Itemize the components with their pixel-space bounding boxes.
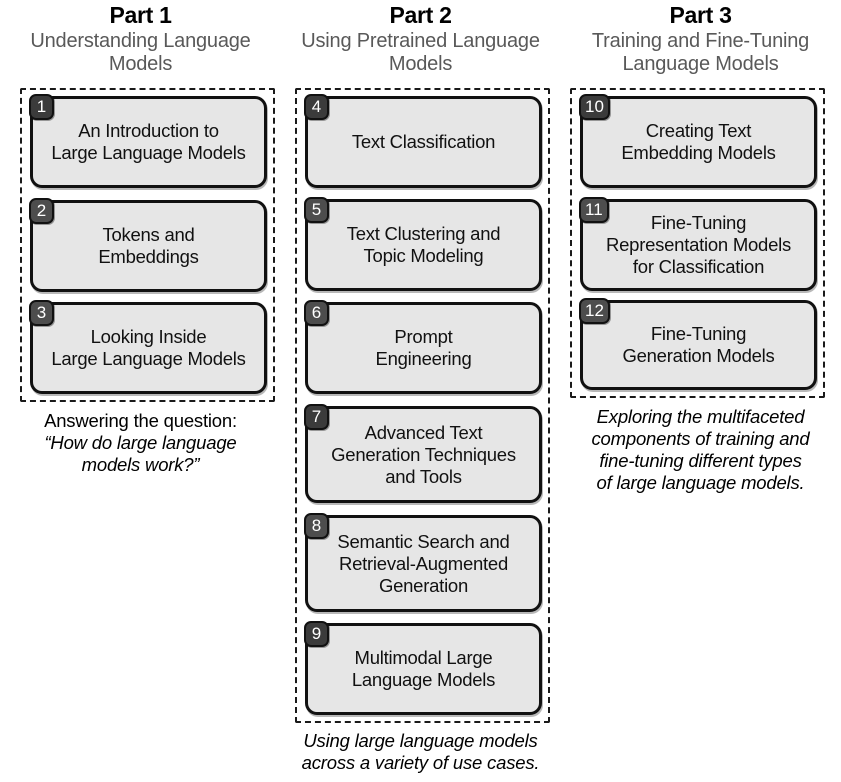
chapter-title-4: Text Classification: [351, 131, 496, 152]
part-2-group-outline: [295, 88, 550, 723]
part-1-caption: Answering the question: “How do large la…: [0, 410, 281, 476]
chapter-card-5[interactable]: 5 Text Clustering and Topic Modeling: [304, 197, 542, 291]
part-3-subtitle: Training and Fine-Tuning Language Models: [591, 30, 810, 75]
chapter-title-7: Advanced Text Generation Techniques and …: [331, 421, 516, 487]
chapter-badge-1: 1: [29, 94, 54, 120]
chapter-badge-12: 12: [579, 298, 610, 324]
chapter-title-1: An Introduction to Large Language Models: [51, 120, 246, 163]
chapter-badge-2: 2: [29, 198, 54, 224]
chapter-title-5: Text Clustering and Topic Modeling: [346, 223, 501, 266]
part-3-header: Part 3 Training and Fine-Tuning Language…: [560, 2, 841, 76]
chapter-title-6: Prompt Engineering: [375, 326, 472, 369]
part-2-title: Part 2: [389, 2, 452, 28]
chapter-badge-9: 9: [304, 621, 329, 647]
chapter-card-1[interactable]: 1 An Introduction to Large Language Mode…: [29, 94, 267, 188]
chapter-card-7[interactable]: 7 Advanced Text Generation Techniques an…: [304, 404, 542, 503]
chapter-badge-3: 3: [29, 300, 54, 326]
chapter-badge-4: 4: [304, 94, 329, 120]
chapter-card-9[interactable]: 9 Multimodal Large Language Models: [304, 621, 542, 715]
part-1-title: Part 1: [109, 2, 172, 28]
chapter-card-3[interactable]: 3 Looking Inside Large Language Models: [29, 300, 267, 394]
chapter-badge-11: 11: [579, 197, 609, 223]
part-3-caption: Exploring the multifaceted components of…: [591, 406, 810, 493]
part-1-caption-lead: Answering the question:: [44, 410, 237, 431]
part-1-header: Part 1 Understanding Language Models: [0, 2, 281, 76]
chapter-title-10: Creating Text Embedding Models: [621, 120, 776, 163]
chapter-badge-6: 6: [304, 300, 329, 326]
part-1-caption-quote: “How do large language models work?”: [44, 432, 237, 475]
chapter-title-3: Looking Inside Large Language Models: [51, 326, 246, 369]
chapter-card-4[interactable]: 4 Text Classification: [304, 94, 542, 188]
part-2-column: Part 2 Using Pretrained Language Models …: [280, 0, 561, 782]
chapter-card-6[interactable]: 6 Prompt Engineering: [304, 300, 542, 394]
chapter-title-2: Tokens and Embeddings: [98, 224, 199, 267]
part-1-group-outline: [20, 88, 275, 402]
chapter-card-12[interactable]: 12 Fine-Tuning Generation Models: [579, 298, 817, 390]
chapter-card-10[interactable]: 10 Creating Text Embedding Models: [579, 94, 817, 188]
chapter-title-9: Multimodal Large Language Models: [351, 647, 496, 690]
chapter-badge-8: 8: [304, 513, 329, 539]
chapter-badge-7: 7: [304, 404, 329, 430]
chapter-card-8[interactable]: 8 Semantic Search and Retrieval-Augmente…: [304, 513, 542, 612]
part-2-header: Part 2 Using Pretrained Language Models: [280, 2, 561, 76]
part-1-column: Part 1 Understanding Language Models 1 A…: [0, 0, 281, 782]
chapter-title-8: Semantic Search and Retrieval-Augmented …: [337, 530, 510, 596]
part-2-caption: Using large language models across a var…: [301, 730, 540, 773]
chapter-card-11[interactable]: 11 Fine-Tuning Representation Models for…: [579, 197, 817, 291]
part-1-subtitle: Understanding Language Models: [30, 30, 251, 75]
chapter-title-12: Fine-Tuning Generation Models: [622, 323, 775, 366]
chapter-title-11: Fine-Tuning Representation Models for Cl…: [606, 212, 791, 277]
chapter-badge-5: 5: [304, 197, 329, 223]
chapter-badge-10: 10: [579, 94, 610, 120]
part-3-column: Part 3 Training and Fine-Tuning Language…: [560, 0, 841, 782]
part-2-subtitle: Using Pretrained Language Models: [301, 30, 540, 75]
chapter-card-2[interactable]: 2 Tokens and Embeddings: [29, 198, 267, 292]
part-3-title: Part 3: [669, 2, 732, 28]
part-3-group-outline: [570, 88, 825, 398]
